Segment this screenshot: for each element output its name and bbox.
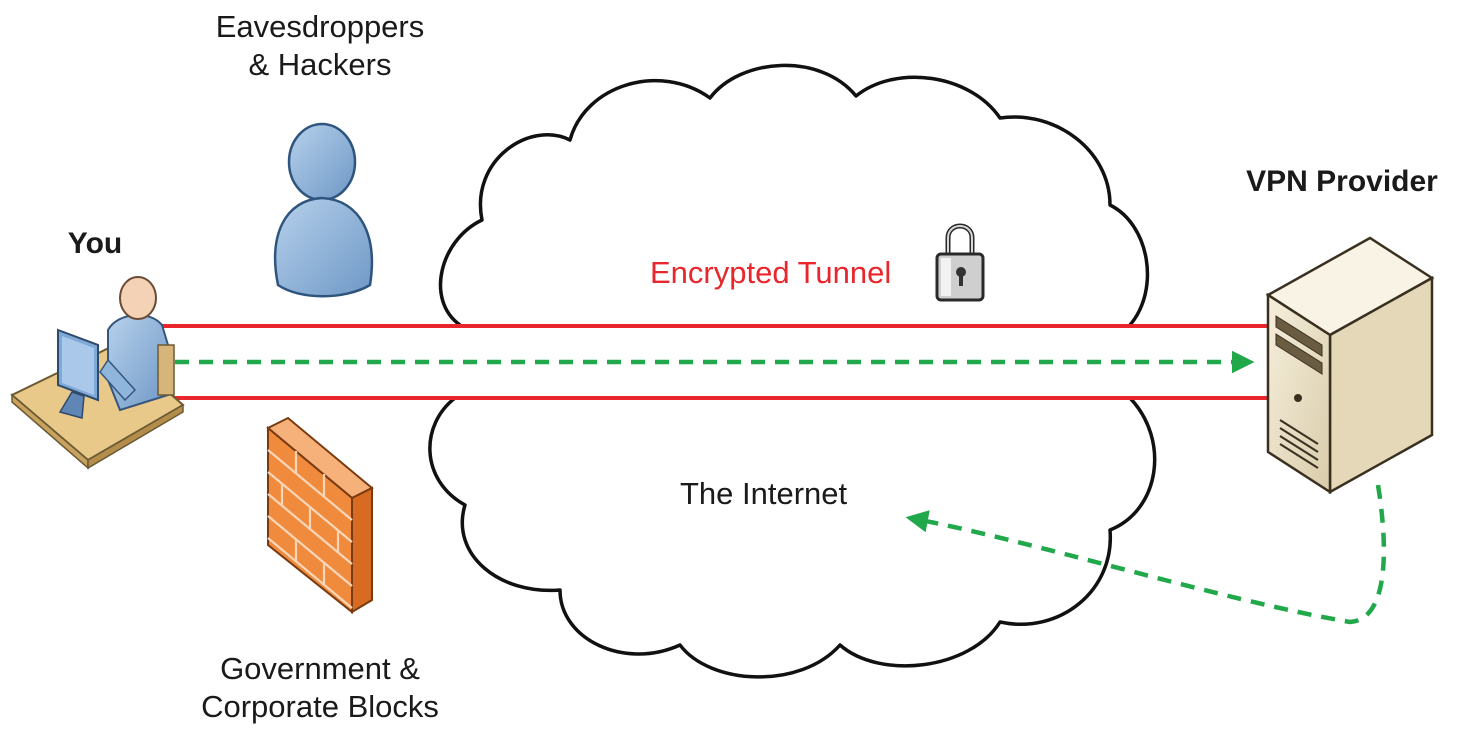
padlock-icon	[935, 223, 985, 302]
person-silhouette-icon	[273, 122, 374, 298]
you-label: You	[67, 227, 123, 260]
encrypted-tunnel-label: Encrypted Tunnel	[650, 255, 892, 290]
eavesdroppers-label: Eavesdroppers & Hackers	[190, 8, 450, 84]
traffic-arrow-to-internet	[905, 484, 1387, 625]
eavesdroppers-label-line-2: & Hackers	[248, 46, 392, 82]
vpn-provider-label: VPN Provider	[1246, 165, 1438, 198]
user-at-computer-icon	[10, 276, 185, 470]
blocks-label: Government & Corporate Blocks	[165, 650, 475, 726]
server-tower-icon	[1265, 236, 1435, 495]
eavesdroppers-label-line-1: Eavesdroppers	[215, 9, 425, 44]
firewall-brick-icon	[266, 416, 374, 615]
blocks-label-line-1: Government &	[220, 651, 420, 686]
internet-label: The Internet	[680, 476, 848, 511]
cloud-icon	[428, 63, 1157, 679]
blocks-label-line-2: Corporate Blocks	[201, 688, 439, 724]
